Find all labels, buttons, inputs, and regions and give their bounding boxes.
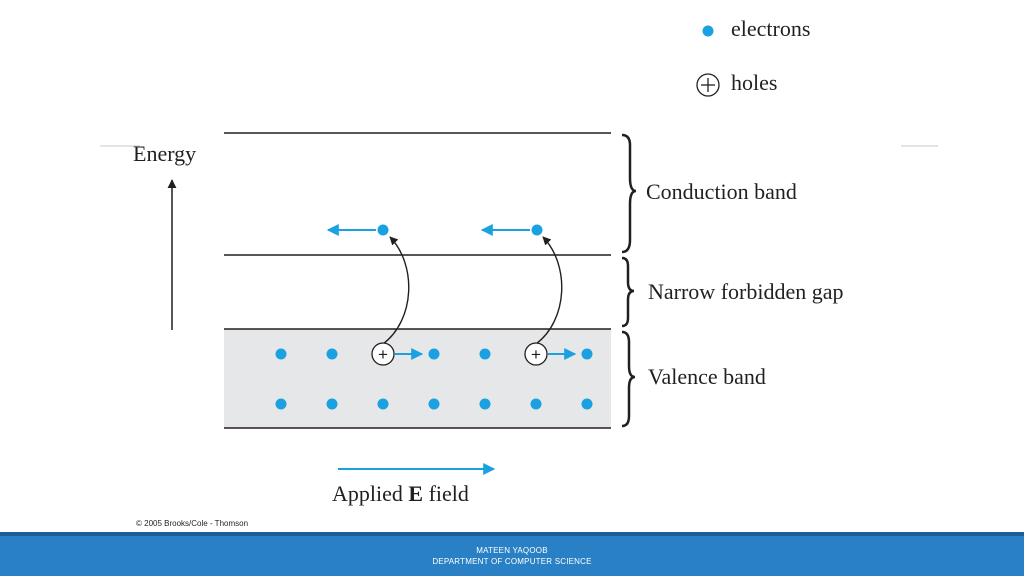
valence-electron [428, 348, 440, 360]
hole-icon [371, 342, 395, 366]
footer-stripe [0, 532, 1024, 536]
copyright-notice: © 2005 Brooks/Cole - Thomson [136, 519, 248, 528]
excitation-arc [382, 236, 410, 345]
valence-electron [581, 398, 593, 410]
valence-electron [530, 398, 542, 410]
valence-electron [326, 398, 338, 410]
forbidden-gap-brace [621, 256, 635, 328]
applied-field-bold: E [408, 481, 423, 506]
hole-symbol: + [531, 345, 541, 364]
valence-electron [275, 398, 287, 410]
valence-band-region [224, 329, 611, 428]
applied-field-suffix: field [423, 481, 469, 506]
footer-bar [0, 536, 1024, 576]
valence-electron [479, 348, 491, 360]
valence-band-label: Valence band [648, 364, 766, 389]
footer-department: DEPARTMENT OF COMPUTER SCIENCE [432, 557, 592, 566]
valence-electron [326, 348, 338, 360]
holes-legend-label: holes [731, 70, 777, 95]
valence-electron [479, 398, 491, 410]
hole-icon [524, 342, 548, 366]
valence-band-brace [621, 330, 636, 428]
conduction-band-label: Conduction band [646, 179, 797, 204]
footer-author: MATEEN YAQOOB [476, 546, 548, 555]
legend: electrons holes [696, 16, 810, 97]
electrons-legend-label: electrons [731, 16, 810, 41]
valence-electron [581, 348, 593, 360]
conduction-electron [377, 224, 389, 236]
energy-label: Energy [133, 141, 196, 166]
footer-text: MATEEN YAQOOB DEPARTMENT OF COMPUTER SCI… [0, 545, 1024, 567]
conduction-electron [531, 224, 543, 236]
valence-electron [377, 398, 389, 410]
electron-legend-icon [702, 25, 714, 37]
applied-field-prefix: Applied [332, 481, 408, 506]
valence-electron [275, 348, 287, 360]
forbidden-gap-label: Narrow forbidden gap [648, 279, 844, 304]
valence-electron [428, 398, 440, 410]
excitation-arc [535, 236, 563, 345]
hole-symbol: + [378, 345, 388, 364]
conduction-band-brace [621, 133, 637, 254]
applied-field-label: Applied E field [332, 481, 469, 506]
